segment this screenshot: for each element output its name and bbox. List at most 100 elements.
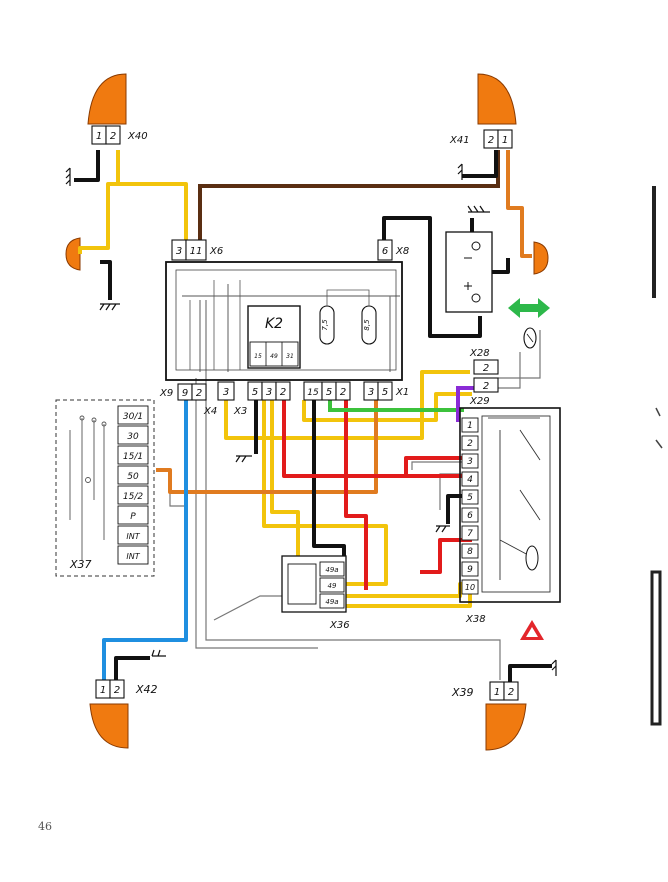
connector-x8: 6 X8: [377, 239, 409, 261]
x1-pin-15: 15: [307, 388, 319, 398]
x42-pin-2: 2: [114, 685, 120, 696]
lamp-rear-left: [89, 703, 129, 749]
x1-label: X1: [395, 387, 409, 398]
hazard-switch-x38: 1 2 3 4 5 6 7 8 9 10 X38: [459, 407, 561, 625]
ignition-switch-x37: 30/1 30 15/1 50 15/2 P INT INT X37: [55, 399, 155, 577]
battery: [445, 231, 493, 313]
x38-pin-6: 6: [467, 511, 473, 521]
hazard-warning-icon: [520, 620, 544, 640]
indicator-lamp-icon: [523, 327, 537, 349]
connector-x1: 15 5 2 3 5 X1: [303, 381, 409, 401]
x3-label: X3: [233, 406, 247, 417]
x38-pin-3: 3: [467, 457, 473, 467]
x41-pin-2: 2: [488, 135, 494, 146]
x37-terminal-50: 50: [127, 472, 139, 482]
x38-label: X38: [465, 614, 486, 625]
connector-x42: 1 2 X42: [95, 679, 158, 699]
x36-pin-49: 49: [328, 582, 337, 590]
x38-pin-8: 8: [467, 547, 473, 557]
fuse-2: 8,5: [361, 305, 377, 345]
blue-wires: [102, 398, 188, 690]
x37-terminal-15-1: 15/1: [123, 452, 143, 462]
x38-pin-1: 1: [467, 421, 473, 431]
x9-label: X9: [159, 388, 173, 399]
lamp-front-left: [87, 73, 127, 125]
x40-pin-1: 1: [96, 131, 102, 142]
lamp-side-left: [65, 237, 81, 271]
x40-label: X40: [127, 131, 148, 142]
connector-x3: 5 3 2 X3: [233, 381, 291, 417]
x29-pin-2: 2: [483, 381, 489, 392]
x9-pin-9: 9: [182, 388, 188, 399]
red-wires: [282, 398, 472, 590]
x41-label: X41: [449, 135, 470, 146]
x3-pin-3: 3: [266, 387, 272, 398]
x38-pin-2: 2: [467, 439, 473, 449]
relay-k2: [247, 305, 301, 369]
x1-pin-5b: 5: [382, 387, 388, 398]
x6-pin-11: 11: [190, 246, 203, 257]
x40-pin-2: 2: [110, 131, 116, 142]
x37-terminal-30: 30: [127, 432, 139, 442]
x42-label: X42: [135, 683, 158, 696]
x8-label: X8: [395, 246, 409, 257]
x8-pin-6: 6: [382, 246, 388, 257]
x39-pin-1: 1: [494, 687, 500, 698]
x37-label: X37: [69, 558, 92, 571]
x38-pins: 1 2 3 4 5 6 7 8 9 10: [461, 417, 479, 595]
connector-x39: X39 1 2: [451, 681, 519, 701]
x38-pin-7: 7: [467, 529, 473, 539]
x39-pin-2: 2: [508, 687, 514, 698]
lamp-front-right: [477, 73, 517, 125]
x41-pin-1: 1: [502, 135, 508, 146]
x37-terminal-int-2: INT: [126, 552, 140, 561]
relay-pin-15: 15: [254, 353, 262, 360]
x3-pin-2: 2: [280, 387, 286, 398]
ground-symbols: [65, 163, 557, 676]
black-wires: [74, 150, 552, 690]
connector-x4: 3 X4: [203, 381, 235, 417]
x28-label: X28: [469, 348, 490, 359]
x39-label: X39: [451, 686, 474, 699]
orange-wires: [156, 150, 532, 494]
x9-pin-2: 2: [196, 388, 202, 399]
x1-pin-2: 2: [340, 387, 346, 398]
x37-terminal-p: P: [130, 512, 136, 522]
x38-pin-9: 9: [467, 565, 473, 575]
connector-x6: 3 11 X6: [171, 239, 223, 261]
turn-indicator-arrows-icon: [508, 298, 550, 318]
connector-x40: 1 2 X40: [91, 125, 148, 145]
x37-terminal-int-1: INT: [126, 532, 140, 541]
x29-label: X29: [469, 396, 490, 407]
x28-pin-2: 2: [483, 363, 489, 374]
fuse-1-label: 7,5: [321, 319, 329, 331]
x37-terminal-30-1: 30/1: [123, 412, 143, 422]
relay-pin-31: 31: [286, 353, 294, 360]
x6-pin-3: 3: [176, 246, 182, 257]
switch-x36: 49a 49 49a X36: [281, 555, 350, 631]
page-edge-marks: [650, 186, 663, 726]
lamp-side-right: [533, 241, 549, 275]
green-wires: [328, 398, 464, 412]
x36-pin-49a-2: 49a: [325, 598, 338, 606]
violet-wires: [456, 386, 474, 422]
flasher-unit: K2 15 49 31 7,5 8,5: [165, 261, 403, 381]
page-number: 46: [38, 820, 52, 833]
lamp-rear-right: [485, 703, 527, 751]
fuse-2-label: 8,5: [363, 319, 371, 331]
x6-label: X6: [209, 246, 223, 257]
x38-pin-10: 10: [465, 583, 475, 592]
x42-pin-1: 1: [100, 685, 106, 696]
x37-terminals: 30/1 30 15/1 50 15/2 P INT INT: [117, 405, 149, 565]
connector-x41: 2 1 X41: [449, 129, 513, 149]
connector-x9: X9 9 2: [159, 383, 207, 401]
thin-wires: [162, 284, 541, 680]
relay-label: K2: [265, 316, 283, 332]
x38-pin-5: 5: [467, 493, 473, 503]
x1-pin-3: 3: [368, 387, 374, 398]
x37-terminal-15-2: 15/2: [123, 492, 143, 502]
x36-label: X36: [329, 620, 350, 631]
x3-pin-5: 5: [252, 387, 258, 398]
connector-x28: X28 2: [469, 348, 499, 375]
x1-pin-5a: 5: [326, 387, 332, 398]
